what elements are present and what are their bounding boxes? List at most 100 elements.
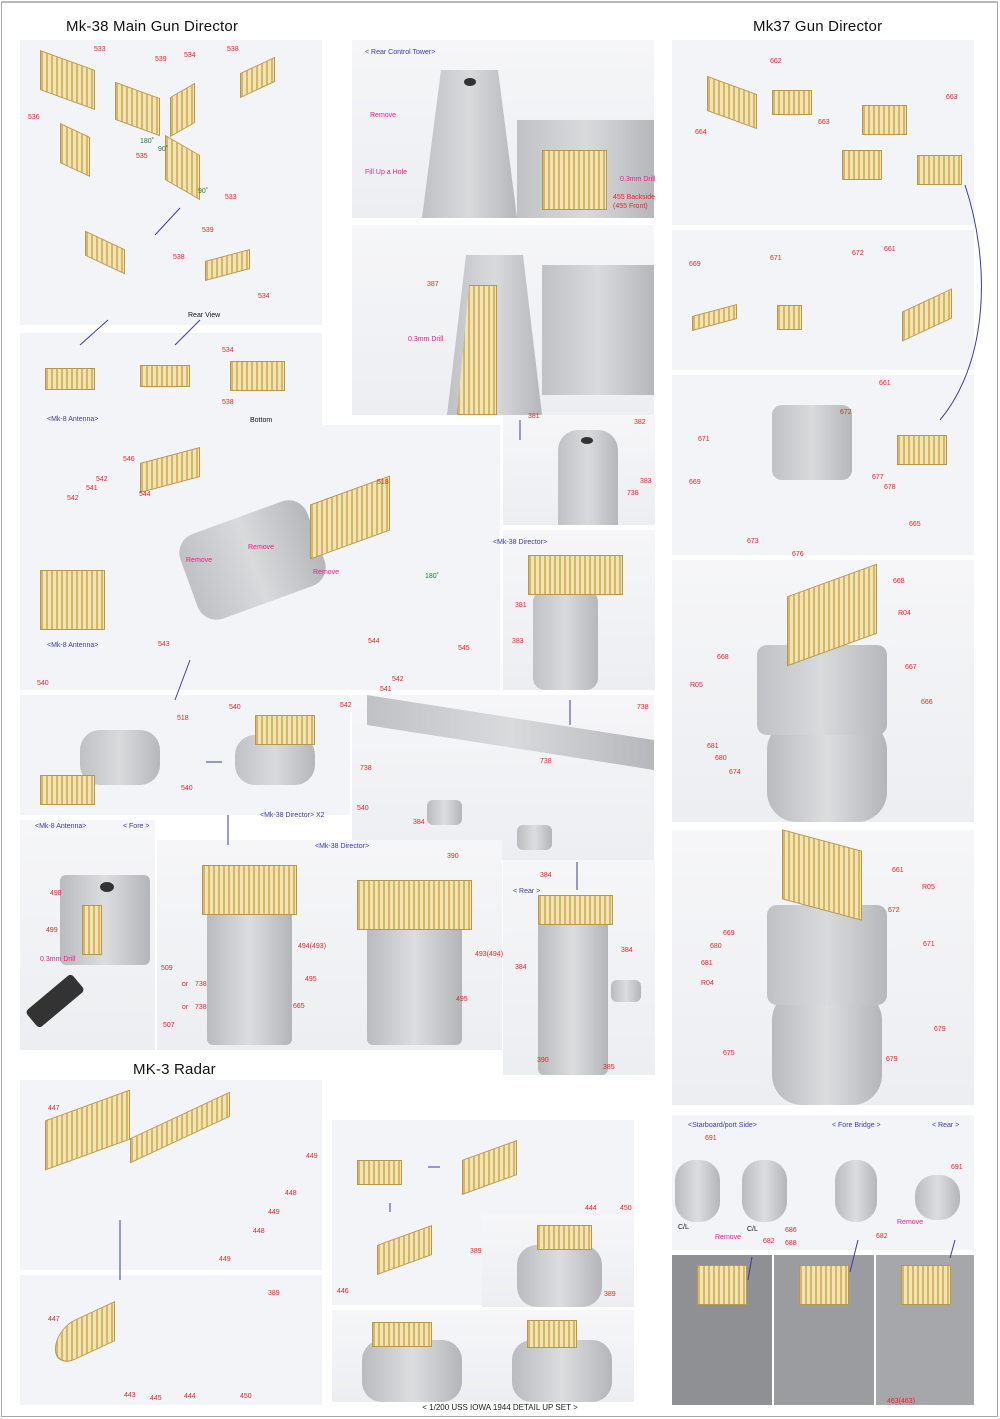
part-number-label: R04 xyxy=(898,610,911,617)
note-label: Bottom xyxy=(250,417,273,424)
tower-variant-photos xyxy=(672,1115,974,1250)
part-number-label: 387 xyxy=(427,281,439,288)
director-model xyxy=(772,405,852,480)
part-number-label: 672 xyxy=(888,907,900,914)
part-number-label: 443 xyxy=(124,1392,136,1399)
part-number-label: 381 xyxy=(528,413,540,420)
part-number-label: 534 xyxy=(258,293,270,300)
instruction-label: 0.3mm Drill xyxy=(408,336,444,343)
part-number-label: 495 xyxy=(305,976,317,983)
part-number-label: 671 xyxy=(698,436,710,443)
instruction-label: Remove xyxy=(248,544,275,551)
part-number-label: 544 xyxy=(368,638,380,645)
part-number-label: 533 xyxy=(94,46,106,53)
view-caption: <Mk-38 Director> xyxy=(315,843,370,850)
part-number-label: 534 xyxy=(184,52,196,59)
part-number-label: 449 xyxy=(268,1209,280,1216)
mk8-antenna-assembly xyxy=(20,333,322,425)
part-number-label: 665 xyxy=(909,521,921,528)
note-label: C/L xyxy=(747,1226,758,1233)
part-number-label: 383 xyxy=(512,638,524,645)
tower-model xyxy=(558,430,618,525)
part-number-label: 544 xyxy=(139,491,151,498)
rear-control-tower-photo xyxy=(352,40,654,218)
part-number-label: 384 xyxy=(515,964,527,971)
part-number-label: 738 xyxy=(637,704,649,711)
part-number-label: 538 xyxy=(173,254,185,261)
part-number-label: R05 xyxy=(922,884,935,891)
part-number-label: 444 xyxy=(184,1393,196,1400)
part-number-label: 676 xyxy=(792,551,804,558)
director-model xyxy=(757,645,887,735)
view-caption: <Mk-8 Antenna> xyxy=(47,642,99,649)
part-number-label: 450 xyxy=(620,1205,632,1212)
etched-part xyxy=(542,150,607,210)
part-number-label: 449 xyxy=(306,1153,318,1160)
view-caption: <Mk-8 Antenna> xyxy=(47,416,99,423)
antenna-part xyxy=(230,361,285,391)
part-number-label: 680 xyxy=(715,755,727,762)
part-number-label: 534 xyxy=(222,347,234,354)
mk38-fore-photo xyxy=(157,840,322,1050)
part-number-label: 681 xyxy=(707,743,719,750)
part-number-label: 541 xyxy=(380,686,392,693)
view-caption: < Rear Control Tower> xyxy=(365,49,436,56)
part-number-label: 518 xyxy=(177,715,189,722)
mk37-subparts-diagram xyxy=(672,230,974,370)
platform-model xyxy=(517,825,552,850)
part-number-label: 665 xyxy=(293,1003,305,1010)
antenna-part xyxy=(45,368,95,390)
part-number-label: 738 xyxy=(360,765,372,772)
tower-model xyxy=(538,920,608,1075)
part-number-label: 541 xyxy=(86,485,98,492)
mk37-finished-rear-photo xyxy=(672,829,974,1105)
part-number-label: 661 xyxy=(892,867,904,874)
part-number-label: 539 xyxy=(155,56,167,63)
part-number-label: 542 xyxy=(67,495,79,502)
part-number-label: 738 xyxy=(540,758,552,765)
etched-part xyxy=(842,150,882,180)
part-number-label: 448 xyxy=(253,1228,265,1235)
part-number-label: 385 xyxy=(603,1064,615,1071)
director-part xyxy=(528,555,623,595)
part-number-label: 686 xyxy=(785,1227,797,1234)
radar-part xyxy=(357,1160,402,1185)
part-number-label: 679 xyxy=(886,1056,898,1063)
platform-model xyxy=(427,800,462,825)
part-number-label: 542 xyxy=(340,702,352,709)
tower-drill-photo xyxy=(352,225,654,415)
installed-photo-3 xyxy=(876,1255,974,1405)
part-number-label: 384 xyxy=(540,872,552,879)
part-number-label: 691 xyxy=(705,1135,717,1142)
instruction-label: 0.3mm Drill xyxy=(620,176,656,183)
part-number-label: 682 xyxy=(763,1238,775,1245)
part-number-label: 542 xyxy=(392,676,404,683)
etched-part xyxy=(917,155,962,185)
tower-model xyxy=(362,1340,462,1402)
section-title-mk37: Mk37 Gun Director xyxy=(753,18,883,35)
part-number-label: 691 xyxy=(951,1164,963,1171)
part-number-label: 680 xyxy=(710,943,722,950)
part-number-label: R05 xyxy=(690,682,703,689)
part-number-label: 669 xyxy=(689,479,701,486)
part-number-label: 681 xyxy=(701,960,713,967)
part-number-label: 538 xyxy=(227,46,239,53)
mk37-director-assembly xyxy=(672,375,974,555)
part-number-label: 738 xyxy=(195,981,207,988)
antenna-part xyxy=(40,570,105,630)
part-number-label: 543 xyxy=(158,641,170,648)
radar-part xyxy=(527,1320,577,1348)
part-number-label: 507 xyxy=(163,1022,175,1029)
section-title-mk3: MK-3 Radar xyxy=(133,1061,216,1078)
part-number-label: 540 xyxy=(357,805,369,812)
radar-part xyxy=(697,1265,747,1305)
radar-part xyxy=(799,1265,849,1305)
instruction-label: Remove xyxy=(186,557,213,564)
part-number-label: 540 xyxy=(37,680,49,687)
radar-part xyxy=(537,1225,592,1250)
instruction-label: 0.3mm Drill xyxy=(40,956,76,963)
installed-photo-1 xyxy=(672,1255,772,1405)
part-number-label: 382 xyxy=(634,419,646,426)
part-number-label: 669 xyxy=(689,261,701,268)
